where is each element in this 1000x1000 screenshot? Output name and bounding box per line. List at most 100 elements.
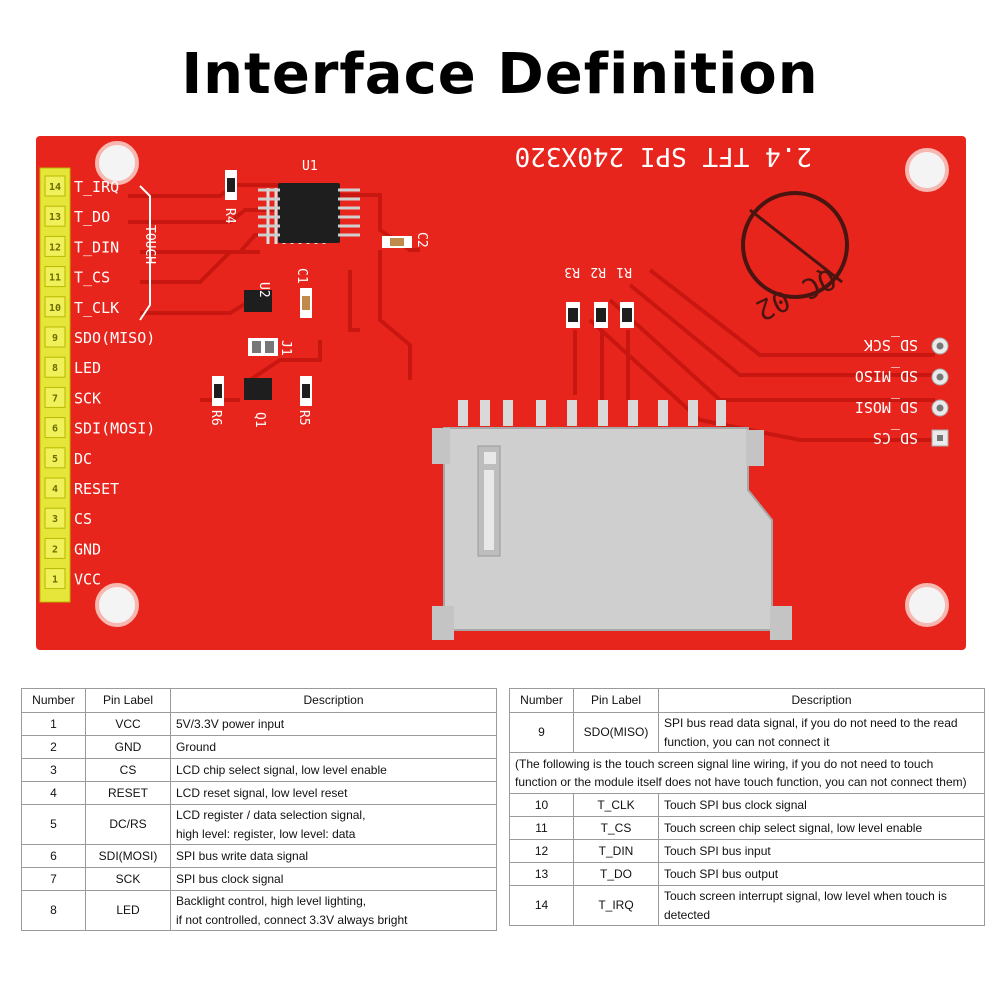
pin-number: 4 [52,484,58,495]
description-line: SPI bus write data signal [176,848,309,863]
description-line: Touch SPI bus input [664,843,771,858]
pin-number: 8 [52,363,58,374]
label-r5: R5 [296,410,311,426]
pin-label-cell: SDI(MOSI) [85,844,171,868]
label-r2: R2 [590,264,606,279]
pin-label: CS [74,510,92,528]
column-header: Number [21,688,86,713]
description-cell: Touch screen interrupt signal, low level… [658,885,985,926]
pin-label: DC [74,450,92,468]
pin-number-cell: 8 [21,890,86,931]
description-line: SPI bus read data signal, if you do not … [664,715,958,730]
left-pin-header [39,167,71,603]
description-cell: Touch screen chip select signal, low lev… [658,816,985,840]
pin-pad [44,568,66,590]
description-line: Touch SPI bus clock signal [664,797,807,812]
description-cell: SPI bus read data signal, if you do not … [658,712,985,753]
pin-number: 3 [52,514,58,525]
column-header: Description [170,688,497,713]
table-header-row: Number Pin Label Description [21,688,497,713]
description-line: LCD register / data selection signal, [176,807,366,822]
pin-label: T_IRQ [74,178,119,196]
header-pin: 10 T_CLK [44,296,119,318]
note-line: function or the module itself does not h… [515,775,967,789]
pin-pad [44,266,66,288]
pin-number-cell: 4 [21,781,86,805]
description-line: Touch screen interrupt signal, low level… [664,888,947,903]
pin-number-cell: 12 [509,839,574,863]
sd-pin-label: SD_MOSI [855,398,918,416]
description-cell: 5V/3.3V power input [170,712,497,736]
pin-pad [44,447,66,469]
column-header: Description [658,688,985,713]
description-line: LCD chip select signal, low level enable [176,762,387,777]
description-line: detected [664,907,711,922]
pin-number-cell: 11 [509,816,574,840]
description-cell: Ground [170,735,497,759]
note-line: (The following is the touch screen signa… [515,757,934,771]
mounting-holes [95,141,949,627]
pin-pad [44,386,66,408]
pin-number-cell: 14 [509,885,574,926]
description-line: Touch screen chip select signal, low lev… [664,820,923,835]
pin-number-cell: 6 [21,844,86,868]
pin-number: 6 [52,424,58,435]
label-r3: R3 [564,264,580,279]
smd-components [212,170,634,406]
description-cell: Touch SPI bus input [658,839,985,863]
pin-number-cell: 7 [21,867,86,891]
pin-pad [44,326,66,348]
pin-label-cell: LED [85,890,171,931]
label-c2: C2 [414,232,429,248]
pin-pad [44,235,66,257]
label-r4: R4 [222,208,237,224]
component-labels: U1 U2 R4 C1 C2 J1 R6 Q1 R5 R3 R2 R1 [208,159,632,428]
description-cell: Touch SPI bus output [658,862,985,886]
sd-card-slot [432,400,792,640]
pin-number: 2 [52,544,58,555]
description-cell: SPI bus write data signal [170,844,497,868]
pin-pad [44,417,66,439]
pin-label-cell: RESET [85,781,171,805]
pin-number-cell: 9 [509,712,574,753]
pin-number: 11 [49,273,61,284]
pin-pad [44,507,66,529]
pin-number: 7 [52,393,58,404]
sd-pin-label: SD_MISO [855,367,918,385]
pin-number: 10 [49,303,61,314]
touch-bracket [139,185,151,321]
pin-number-cell: 3 [21,758,86,782]
pin-label-cell: T_DO [573,862,659,886]
pin-label: LED [74,359,101,377]
pin-label: SDO(MISO) [74,329,155,347]
pin-number-cell: 10 [509,793,574,817]
pin-label: T_CLK [74,299,119,317]
label-r6: R6 [208,410,223,426]
table-row: 9 SDO(MISO) SPI bus read data signal, if… [509,712,985,753]
pin-label-cell: VCC [85,712,171,736]
pin-number: 1 [52,575,58,586]
description-line: high level: register, low level: data [176,826,356,841]
table-note-row: (The following is the touch screen signa… [509,752,985,794]
pin-label: T_DO [74,208,110,226]
header-pin: 8 LED [44,356,101,378]
page-title: Interface Definition [181,42,819,107]
description-cell: LCD chip select signal, low level enable [170,758,497,782]
